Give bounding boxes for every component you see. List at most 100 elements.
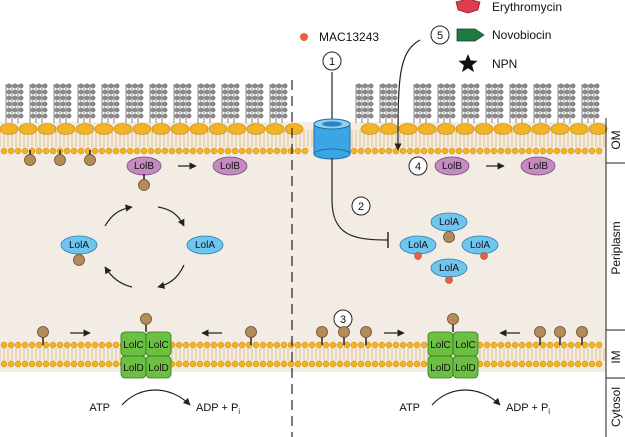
lps-sugar bbox=[534, 83, 540, 89]
lps-sugar bbox=[426, 101, 432, 107]
lps-sugar bbox=[12, 107, 18, 113]
lps-sugar bbox=[66, 89, 72, 95]
om-inner-lipid-head bbox=[161, 147, 169, 155]
lps-sugar bbox=[198, 83, 204, 89]
im-inner-lipid-head bbox=[371, 360, 379, 368]
lps-sugar bbox=[498, 83, 504, 89]
im-outer-lipid-head bbox=[497, 341, 505, 349]
im-lipoprotein bbox=[316, 326, 328, 338]
lps-sugar bbox=[90, 89, 96, 95]
lps-sugar bbox=[474, 83, 480, 89]
lps-sugar bbox=[162, 107, 168, 113]
lps-sugar bbox=[42, 101, 48, 107]
lps-sugar bbox=[380, 113, 386, 119]
lps-sugar bbox=[60, 89, 66, 95]
om-inner-lipid-head bbox=[483, 147, 491, 155]
im-inner-lipid-head bbox=[231, 360, 239, 368]
lps-sugar bbox=[270, 113, 276, 119]
lps-sugar bbox=[498, 107, 504, 113]
lps-sugar bbox=[546, 101, 552, 107]
lps-sugar bbox=[534, 107, 540, 113]
om-inner-lipid-head bbox=[119, 147, 127, 155]
lps-sugar bbox=[594, 113, 600, 119]
lps-sugar bbox=[510, 89, 516, 95]
om-inner-lipid-head bbox=[70, 147, 78, 155]
om-inner-lipid-head bbox=[266, 147, 274, 155]
lps-sugar bbox=[594, 89, 600, 95]
lps-sugar bbox=[12, 95, 18, 101]
step-5-marker bbox=[430, 25, 450, 45]
im-outer-lipid-head bbox=[511, 341, 519, 349]
om-inner-lipid-head bbox=[434, 147, 442, 155]
im-outer-lipid-head bbox=[42, 341, 50, 349]
lps-sugar bbox=[54, 107, 60, 113]
om-inner-lipid-head bbox=[371, 147, 379, 155]
om-inner-lipid-head bbox=[350, 147, 358, 155]
lps-sugar bbox=[126, 113, 132, 119]
lps-sugar bbox=[474, 113, 480, 119]
lps-sugar bbox=[540, 95, 546, 101]
lps-sugar bbox=[66, 113, 72, 119]
om-inner-lipid-head bbox=[539, 147, 547, 155]
im-inner-lipid-head bbox=[588, 360, 596, 368]
lps-sugar bbox=[522, 107, 528, 113]
lps-sugar bbox=[474, 107, 480, 113]
lps-sugar bbox=[392, 95, 398, 101]
lps-sugar bbox=[546, 113, 552, 119]
label-om: OM bbox=[609, 130, 623, 149]
lps-sugar bbox=[468, 95, 474, 101]
lps-sugar bbox=[234, 113, 240, 119]
im-inner-lipid-head bbox=[336, 360, 344, 368]
lps-sugar bbox=[546, 89, 552, 95]
im-inner-lipid-head bbox=[553, 360, 561, 368]
lps-sugar bbox=[90, 107, 96, 113]
lps-sugar bbox=[18, 89, 24, 95]
lps-sugar bbox=[534, 113, 540, 119]
om-inner-lipid-head bbox=[490, 147, 498, 155]
lps-sugar bbox=[522, 83, 528, 89]
lps-sugar bbox=[450, 101, 456, 107]
lps-sugar bbox=[368, 89, 374, 95]
lps-sugar bbox=[380, 101, 386, 107]
lps-sugar bbox=[564, 101, 570, 107]
im-outer-lipid-head bbox=[91, 341, 99, 349]
lps-sugar bbox=[386, 95, 392, 101]
npn-entry-arrow bbox=[394, 39, 421, 151]
im-inner-lipid-head bbox=[105, 360, 113, 368]
lps-sugar bbox=[414, 95, 420, 101]
lps-sugar bbox=[356, 113, 362, 119]
lps-sugar bbox=[138, 83, 144, 89]
lps-sugar bbox=[78, 83, 84, 89]
om-inner-lipid-head bbox=[0, 147, 8, 155]
lps-sugar bbox=[510, 101, 516, 107]
lps-sugar bbox=[30, 113, 36, 119]
lps-sugar bbox=[66, 107, 72, 113]
lps-sugar bbox=[498, 89, 504, 95]
lps-sugar bbox=[198, 113, 204, 119]
lps-sugar bbox=[276, 83, 282, 89]
lps-sugar bbox=[282, 101, 288, 107]
lps-sugar bbox=[204, 83, 210, 89]
im-inner-lipid-head bbox=[238, 360, 246, 368]
im-inner-lipid-head bbox=[98, 360, 106, 368]
lps-sugar bbox=[90, 113, 96, 119]
om-lipoprotein bbox=[24, 154, 36, 166]
im-inner-lipid-head bbox=[259, 360, 267, 368]
lps-sugar bbox=[564, 107, 570, 113]
lps-sugar bbox=[234, 107, 240, 113]
legend-novobiocin: Novobiocin bbox=[492, 28, 551, 42]
om-inner-lipid-head bbox=[14, 147, 22, 155]
im-inner-lipid-head bbox=[196, 360, 204, 368]
lps-sugar bbox=[588, 113, 594, 119]
im-outer-lipid-head bbox=[56, 341, 64, 349]
lps-sugar bbox=[450, 83, 456, 89]
om-outer-lipid-head bbox=[18, 123, 38, 135]
svg-text:LolB: LolB bbox=[528, 161, 548, 172]
lps-sugar bbox=[162, 89, 168, 95]
lps-sugar bbox=[392, 107, 398, 113]
lps-sugar bbox=[6, 107, 12, 113]
lps-sugar bbox=[380, 107, 386, 113]
svg-text:LolB: LolB bbox=[442, 161, 462, 172]
im-outer-lipid-head bbox=[483, 341, 491, 349]
im-outer-lipid-head bbox=[406, 341, 414, 349]
